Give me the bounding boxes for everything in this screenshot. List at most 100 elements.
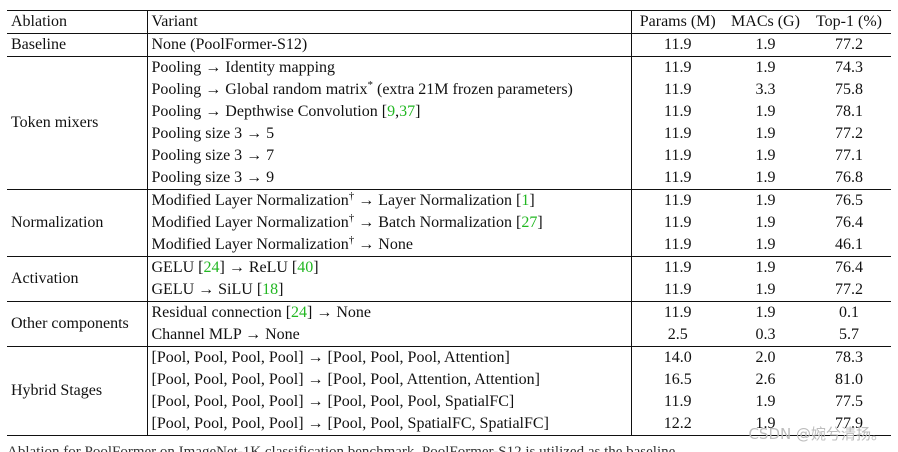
params-cell: 11.9	[664, 59, 692, 76]
top1-cell: 76.4	[835, 214, 863, 231]
params-cell: 11.9	[664, 192, 692, 209]
params-cell: 2.5	[667, 326, 688, 343]
top1-cell: 78.3	[835, 349, 863, 366]
variant-cell: Pooling size 3 → 5	[147, 123, 632, 145]
variant-text: ,	[395, 103, 400, 120]
params-cell: 11.9	[664, 147, 692, 164]
group-label: Normalization	[7, 189, 148, 257]
params-cell: 12.2	[663, 415, 692, 432]
params-cell: 16.5	[663, 371, 692, 388]
macs-cell: 1.9	[755, 169, 776, 186]
top1-cell: 76.4	[835, 259, 863, 276]
top1-cell: 74.3	[835, 59, 863, 76]
table-row: [Pool, Pool, Pool, Pool] → [Pool, Pool, …	[7, 391, 891, 413]
params-cell: 14.0	[663, 349, 692, 366]
macs-cell: 1.9	[755, 214, 776, 231]
variant-cell: Modified Layer Normalization† → Layer No…	[147, 189, 632, 212]
table-row: [Pool, Pool, Pool, Pool] → [Pool, Pool, …	[7, 413, 891, 436]
variant-text: GELU [	[151, 259, 204, 276]
macs-cell: 1.9	[755, 304, 776, 321]
variant-text: ]	[529, 191, 535, 209]
variant-cell: [Pool, Pool, Pool, Pool] → [Pool, Pool, …	[147, 369, 632, 391]
ablation-table-container: Ablation Variant Params (M) MACs (G) Top…	[7, 10, 891, 436]
macs-cell: 1.9	[755, 281, 776, 298]
citation-link[interactable]: 24	[203, 259, 220, 276]
variant-text: [Pool, Pool, Pool, Pool] → [Pool, Pool, …	[151, 393, 515, 410]
table-row: Pooling → Global random matrix* (extra 2…	[7, 79, 891, 101]
variant-cell: Pooling size 3 → 9	[147, 167, 632, 190]
variant-cell: GELU [24] → ReLU [40]	[147, 256, 632, 279]
variant-text: GELU → SiLU [	[151, 281, 263, 298]
variant-text: Modified Layer Normalization	[151, 191, 349, 209]
macs-cell: 1.9	[755, 147, 776, 164]
group-label: Token mixers	[7, 56, 148, 190]
variant-text: ]	[415, 103, 421, 120]
group-label: Hybrid Stages	[7, 346, 148, 436]
macs-cell: 1.9	[755, 59, 776, 76]
variant-cell: None (PoolFormer-S12)	[147, 33, 632, 57]
citation-link[interactable]: 24	[291, 304, 308, 321]
top1-cell: 77.2	[835, 125, 863, 142]
superscript-mark: †	[348, 234, 355, 246]
macs-cell: 1.9	[755, 393, 776, 410]
variant-cell: Modified Layer Normalization† → None	[147, 234, 632, 257]
variant-text: Residual connection [	[151, 304, 292, 321]
variant-cell: GELU → SiLU [18]	[147, 279, 632, 302]
variant-text: ]	[313, 259, 319, 276]
params-cell: 11.9	[664, 103, 692, 120]
variant-cell: Channel MLP → None	[147, 324, 632, 347]
header-macs: MACs (G)	[731, 13, 800, 30]
variant-text: (extra 21M frozen parameters)	[372, 80, 573, 98]
top1-cell: 77.5	[835, 393, 863, 410]
params-cell: 11.9	[664, 259, 692, 276]
group-label: Other components	[7, 301, 148, 347]
header-variant: Variant	[147, 10, 632, 34]
watermark: CSDN @婉兮清扬。	[748, 425, 886, 443]
top1-cell: 77.2	[835, 281, 863, 298]
variant-text: Pooling size 3 → 7	[151, 147, 275, 164]
variant-cell: [Pool, Pool, Pool, Pool] → [Pool, Pool, …	[147, 346, 632, 369]
macs-cell: 1.9	[755, 125, 776, 142]
variant-text: ] → ReLU [	[219, 259, 298, 276]
variant-text: → None	[354, 235, 413, 253]
macs-cell: 1.9	[755, 192, 776, 209]
variant-text: ]	[278, 281, 284, 298]
top1-cell: 76.5	[835, 192, 863, 209]
variant-text: Pooling → Identity mapping	[151, 59, 336, 76]
citation-link[interactable]: 27	[521, 213, 538, 231]
variant-text: → Layer Normalization [	[354, 191, 522, 209]
params-cell: 11.9	[664, 393, 692, 410]
citation-link[interactable]: 40	[297, 259, 314, 276]
group-label: Baseline	[7, 33, 148, 57]
macs-cell: 1.9	[755, 103, 776, 120]
table-caption: Ablation for PoolFormer on ImageNet-1K c…	[7, 444, 676, 452]
citation-link[interactable]: 9	[387, 103, 396, 120]
variant-text: [Pool, Pool, Pool, Pool] → [Pool, Pool, …	[151, 349, 510, 366]
variant-text: ]	[537, 213, 543, 231]
macs-cell: 1.9	[755, 236, 776, 253]
superscript-mark: †	[348, 189, 355, 202]
citation-link[interactable]: 1	[521, 191, 530, 209]
variant-cell: Modified Layer Normalization† → Batch No…	[147, 212, 632, 234]
variant-text: → Batch Normalization [	[354, 213, 522, 231]
macs-cell: 2.0	[755, 349, 776, 366]
macs-cell: 3.3	[755, 81, 776, 98]
variant-text: [Pool, Pool, Pool, Pool] → [Pool, Pool, …	[151, 371, 540, 388]
variant-text: Pooling size 3 → 9	[151, 169, 275, 186]
header-ablation: Ablation	[7, 10, 148, 34]
variant-cell: Residual connection [24] → None	[147, 301, 632, 324]
citation-link[interactable]: 37	[399, 103, 416, 120]
header-top1: Top-1 (%)	[816, 13, 882, 30]
citation-link[interactable]: 18	[262, 281, 279, 298]
ablation-table: Ablation Variant Params (M) MACs (G) Top…	[7, 10, 891, 436]
variant-text: Modified Layer Normalization	[151, 235, 349, 253]
top1-cell: 77.1	[835, 147, 863, 164]
table-header: Ablation Variant Params (M) MACs (G) Top…	[7, 10, 891, 34]
variant-text: Pooling size 3 → 5	[151, 125, 275, 142]
